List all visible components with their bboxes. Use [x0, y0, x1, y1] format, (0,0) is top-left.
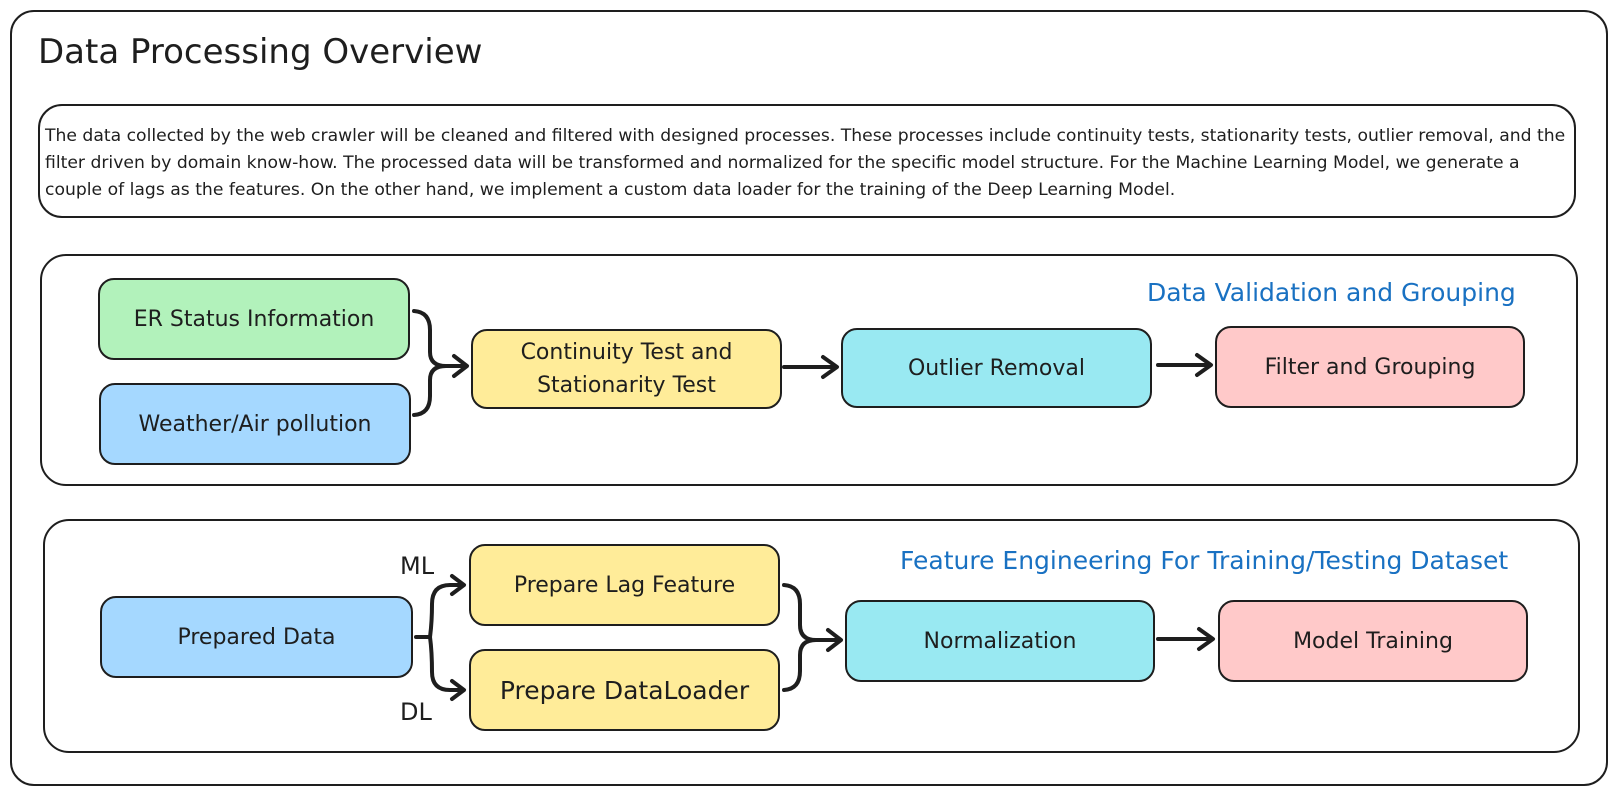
merge2-brace-top — [782, 583, 818, 642]
filter-grouping-node: Filter and Grouping — [1215, 326, 1525, 408]
filter-grouping-label: Filter and Grouping — [1264, 354, 1476, 380]
dataloader-label: Prepare DataLoader — [499, 675, 750, 705]
normalization-label: Normalization — [923, 628, 1077, 654]
feature-engineering-section — [43, 519, 1580, 753]
merge-brace-bottom — [412, 364, 448, 417]
arrow-normalization-training-head — [1197, 627, 1215, 651]
split-brace-bottom — [428, 635, 464, 692]
merge2-brace-bottom — [782, 638, 818, 692]
outlier-removal-label: Outlier Removal — [907, 355, 1086, 381]
split-brace-bottom-head — [450, 679, 466, 701]
dl-branch-label: DL — [400, 698, 432, 726]
merge-brace-top — [412, 309, 448, 368]
lag-feature-node: Prepare Lag Feature — [469, 544, 780, 626]
data-validation-section — [40, 254, 1578, 486]
er-status-label: ER Status Information — [133, 306, 375, 332]
ml-branch-label: ML — [400, 552, 435, 580]
description-box: The data collected by the web crawler wi… — [38, 104, 1576, 218]
arrow-outlier-filter-head — [1195, 353, 1213, 377]
outlier-removal-node: Outlier Removal — [841, 328, 1152, 408]
continuity-test-line2: Stationarity Test — [537, 373, 716, 398]
dataloader-node: Prepare DataLoader — [469, 649, 780, 731]
model-training-node: Model Training — [1218, 600, 1528, 682]
er-status-node: ER Status Information — [98, 278, 410, 360]
data-validation-title: Data Validation and Grouping — [1147, 278, 1516, 307]
overview-frame — [10, 10, 1608, 786]
weather-label: Weather/Air pollution — [138, 411, 372, 437]
lag-feature-label: Prepare Lag Feature — [513, 572, 736, 598]
prepared-data-label: Prepared Data — [177, 624, 336, 650]
merge2-arrow-head — [826, 628, 843, 652]
page-title: Data Processing Overview — [38, 32, 483, 72]
continuity-test-label: Continuity Test and Stationarity Test — [521, 336, 733, 402]
split-brace-top — [428, 583, 464, 639]
split-brace-top-head — [450, 574, 466, 596]
feature-engineering-title: Feature Engineering For Training/Testing… — [900, 546, 1509, 575]
continuity-test-node: Continuity Test and Stationarity Test — [471, 329, 782, 409]
prepared-data-node: Prepared Data — [100, 596, 413, 678]
merge-arrow-head — [452, 354, 469, 378]
weather-node: Weather/Air pollution — [99, 383, 411, 465]
model-training-label: Model Training — [1293, 628, 1453, 654]
arrow-continuity-outlier-head — [821, 355, 839, 379]
normalization-node: Normalization — [845, 600, 1155, 682]
continuity-test-line1: Continuity Test and — [520, 340, 733, 365]
